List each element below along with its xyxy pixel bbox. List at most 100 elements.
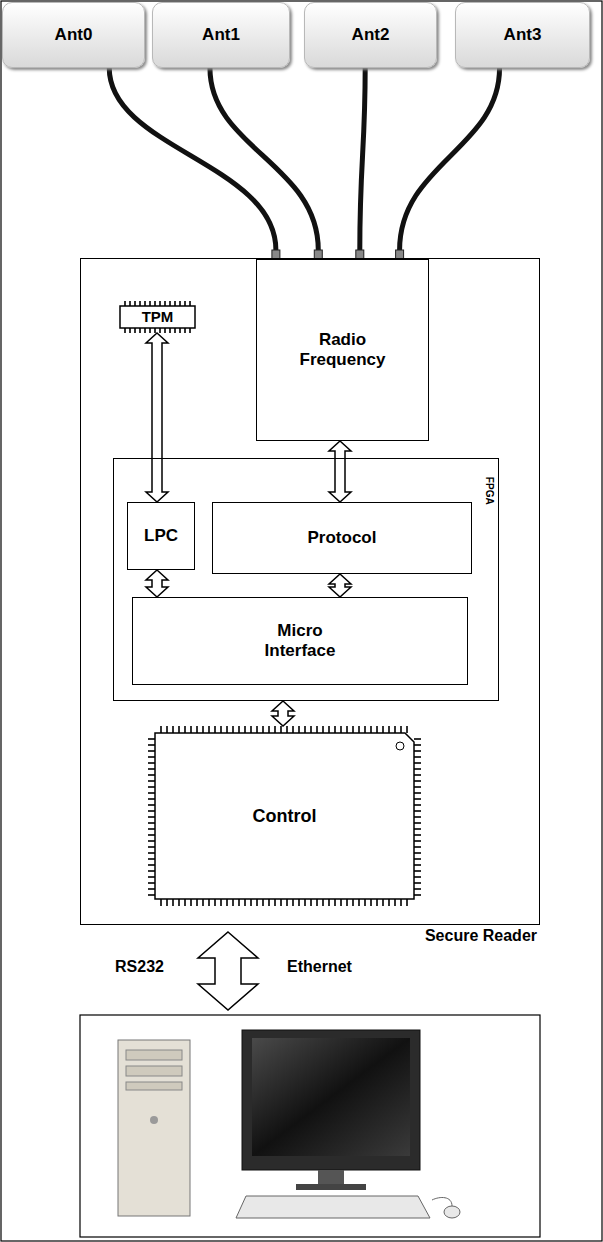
chip-pin <box>346 899 348 906</box>
label-holder: Micro Interface <box>133 598 467 684</box>
drive-bay <box>126 1050 182 1060</box>
chip-pin <box>414 786 421 788</box>
monitor-foot <box>296 1184 366 1190</box>
node-label: TPM <box>142 308 174 325</box>
chip-pin <box>286 726 288 733</box>
node-label: Ant2 <box>352 25 390 45</box>
label-holder: Ant1 <box>153 3 289 67</box>
chip-pin <box>370 726 372 733</box>
chip-pin <box>148 864 155 866</box>
chip-pin <box>406 899 408 906</box>
chip-pin <box>414 864 421 866</box>
chip-pin <box>178 726 180 733</box>
chip-pin <box>406 726 408 733</box>
pin1-mark <box>396 742 404 750</box>
chip-pin <box>414 750 421 752</box>
chip-pin <box>310 726 312 733</box>
chip-pin <box>280 899 282 906</box>
chip-pin <box>286 899 288 906</box>
chip-pin <box>148 888 155 890</box>
chip-pin <box>298 899 300 906</box>
chip-pin <box>148 852 155 854</box>
mouse-cable <box>432 1198 452 1206</box>
chip-pin <box>244 899 246 906</box>
label-holder: LPC <box>128 503 194 569</box>
node-label: LPC <box>144 526 178 546</box>
chip-pin <box>226 726 228 733</box>
reader-box: Secure ReaderRadio FrequencyFPGALPCProto… <box>80 258 540 925</box>
chip-pin <box>358 899 360 906</box>
antenna-cable <box>210 68 322 259</box>
antenna-box: Ant0 <box>2 2 145 68</box>
fpga-box: FPGA LPC ProtocolMicro Interface <box>113 458 499 701</box>
chip-pin <box>238 726 240 733</box>
label-holder: Ant3 <box>456 3 589 67</box>
chip-pin <box>268 899 270 906</box>
chip-pin <box>172 726 174 733</box>
chip-pin <box>388 726 390 733</box>
chip-pin <box>148 744 155 746</box>
label-holder: Ant0 <box>3 3 144 67</box>
fpga-label-holder: FPGA <box>483 473 495 509</box>
chip-pin <box>166 726 168 733</box>
label-holder: Ant2 <box>305 3 436 67</box>
chip-pin <box>334 726 336 733</box>
computer-illustration <box>118 1030 460 1218</box>
chip-pin <box>148 858 155 860</box>
chip-pin <box>346 726 348 733</box>
label-holder: Protocol <box>213 503 471 573</box>
chip-pin <box>148 882 155 884</box>
node-label: Ant1 <box>202 25 240 45</box>
chip-pin <box>414 858 421 860</box>
chip-pin <box>148 750 155 752</box>
label-holder: Radio Frequency <box>257 260 428 440</box>
chip-pin <box>148 762 155 764</box>
chip-pin <box>414 846 421 848</box>
node-label: Micro Interface <box>248 621 352 660</box>
chip-pin <box>414 810 421 812</box>
chip-pin <box>414 804 421 806</box>
chip-pin <box>160 899 162 906</box>
chip-pin <box>256 726 258 733</box>
cable-line <box>109 68 276 250</box>
reader-label: Secure Reader <box>425 927 537 945</box>
chip-pin <box>268 726 270 733</box>
chip-pin <box>414 870 421 872</box>
bus-arrow <box>146 570 168 597</box>
chip-pin <box>414 834 421 836</box>
chip-pin <box>298 726 300 733</box>
chip-pin <box>148 774 155 776</box>
chip-pin <box>148 894 155 896</box>
chip-pin <box>190 899 192 906</box>
chip-body <box>155 733 414 899</box>
chip-pin <box>364 899 366 906</box>
hollow-arrow <box>146 570 168 597</box>
chip-pin <box>196 899 198 906</box>
chip-pin <box>370 899 372 906</box>
monitor-bezel <box>242 1030 420 1170</box>
chip-pin <box>184 899 186 906</box>
chip-pin <box>414 738 421 740</box>
link-label: Ethernet <box>287 958 352 976</box>
chip-pin <box>322 899 324 906</box>
chip-pin <box>316 726 318 733</box>
monitor-screen <box>252 1038 410 1156</box>
chip-pin <box>414 774 421 776</box>
chip-pin <box>148 846 155 848</box>
chip-pin <box>328 899 330 906</box>
chip-pin <box>148 756 155 758</box>
chip-pin <box>160 726 162 733</box>
hollow-arrow <box>272 701 294 726</box>
chip-pin <box>244 726 246 733</box>
chip-pin <box>148 816 155 818</box>
fpga-label: FPGA <box>483 477 495 505</box>
keyboard <box>236 1196 430 1218</box>
node-label: Protocol <box>308 528 377 548</box>
block-box: Radio Frequency <box>256 259 429 441</box>
chip-pin <box>232 899 234 906</box>
chip-pin <box>148 828 155 830</box>
antenna-cable <box>356 68 365 259</box>
node-label: Radio Frequency <box>287 330 399 369</box>
block-box: Protocol <box>212 502 472 574</box>
node-label: Control <box>253 806 317 827</box>
